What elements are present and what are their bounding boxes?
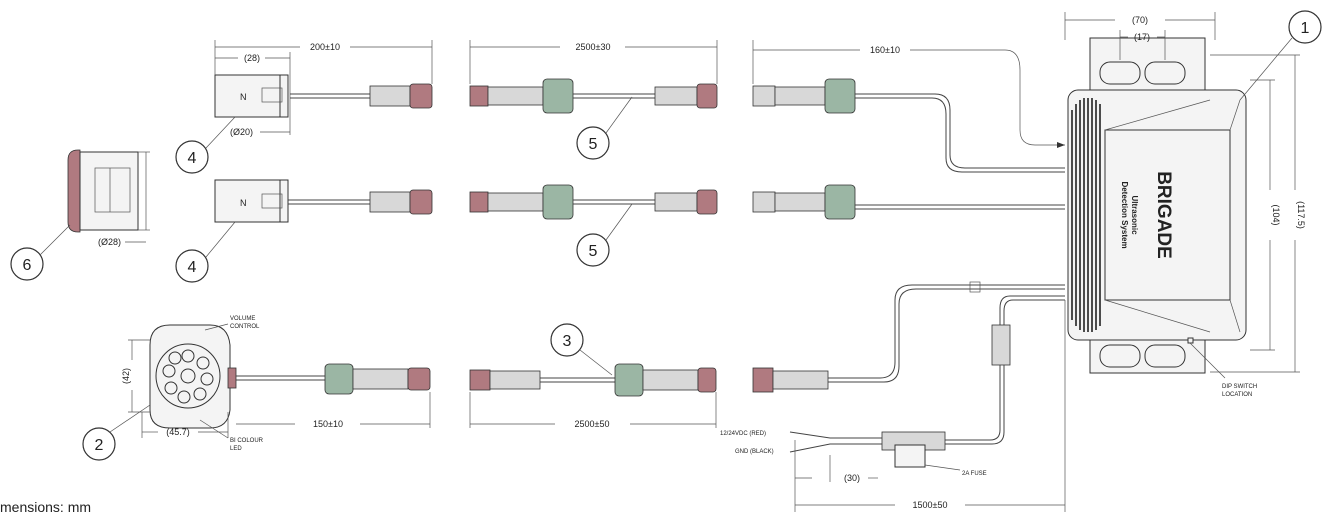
sensor-connector-nut [409,83,433,109]
ecu-unit: BRIGADE Ultrasonic Detection System [1067,37,1247,374]
display-lead-length-dim: 150±10 [313,419,343,429]
ecu-mount-slot [1099,61,1141,85]
dip-switch-label: DIP SWITCH LOCATION [1189,342,1257,398]
svg-text:5: 5 [589,243,598,260]
extension-boot [542,78,574,114]
svg-text:LOCATION: LOCATION [1222,392,1252,398]
sensor-row-1: N [214,74,433,118]
volume-knob [227,367,237,389]
svg-text:LED: LED [230,446,242,452]
extension-cable-2 [469,184,718,220]
display-width-dim: (45.7) [166,427,190,437]
svg-text:4: 4 [188,259,197,276]
sensor-housing [214,179,281,223]
callout-4-bottom: 4 [175,221,236,283]
ecu-cooling-fins [1071,98,1101,332]
svg-text:VOLUME: VOLUME [230,316,255,322]
dip-switch [1187,337,1194,344]
sensor-row-2: N [214,179,433,223]
svg-text:N: N [240,198,247,208]
power-connector [991,324,1011,366]
ecu-mount-slot [1144,344,1186,368]
ecu-width-dim: (70) [1132,15,1148,25]
ecu-lead-1: 160±10 [752,40,1065,173]
callout-5-top: 5 [576,96,633,160]
callout-5-bottom: 5 [576,203,633,267]
sensor-row-1-dims: 200±10 (28) (Ø20) [214,40,433,137]
ground-black-label: GND (BLACK) [735,449,774,455]
ecu-brand-text: BRIGADE [1153,171,1174,259]
sensor-connector [369,85,411,107]
power-lead-length-dim: 1500±50 [913,500,948,510]
ecu-slot-pitch-dim: (17) [1134,32,1150,42]
sensor-housing [214,74,281,118]
ecu-subtitle-line1: Ultrasonic [1130,195,1139,235]
svg-text:CONTROL: CONTROL [230,324,260,330]
svg-text:BI COLOUR: BI COLOUR [230,438,264,444]
callout-2: 2 [82,404,151,461]
bezel-diameter-dim: (Ø28) [98,237,121,247]
bezel-item-6: (Ø28) [67,149,150,247]
display-labels: VOLUME CONTROL BI COLOUR LED (42) (45.7)… [121,316,431,452]
svg-text:DIP SWITCH: DIP SWITCH [1222,384,1257,390]
svg-text:4: 4 [188,150,197,167]
svg-text:1: 1 [1301,20,1310,37]
ecu-label-panel [1104,129,1231,301]
svg-text:N: N [240,92,247,102]
power-strip-length-dim: (30) [844,473,860,483]
ecu-dimensions: (70) (17) (104) (117.5) [1064,12,1306,373]
power-red-label: 12/24VDC (RED) [720,431,766,437]
sensor-cable-length-dim: 200±10 [310,42,340,52]
power-lead: (30) 1500±50 12/24VDC (RED) GND (BLACK) … [720,295,1066,512]
ecu-mount-slot [1099,344,1141,368]
svg-text:5: 5 [589,136,598,153]
svg-text:3: 3 [563,333,572,350]
callout-3: 3 [550,323,613,376]
fuse [894,444,926,468]
callout-6: 6 [10,224,71,281]
display-extension-length-dim: 2500±50 [575,419,610,429]
extension-cable-1: 2500±30 [469,40,718,114]
display-height-dim: (42) [121,368,131,384]
sensor-diameter-dim: (Ø20) [230,127,253,137]
svg-text:2: 2 [95,437,104,454]
ecu-lead-display [752,281,1065,393]
display-extension-item-3: 2500±50 [469,363,717,429]
ecu-height-outer-dim: (117.5) [1296,201,1306,229]
callout-4-top: 4 [175,116,236,174]
callout-1: 1 [1239,10,1322,101]
display-unit-item-2 [149,324,431,429]
ecu-mount-slot [1144,61,1186,85]
fuse-label: 2A FUSE [962,471,987,477]
ecu-lead-2 [752,184,1065,220]
svg-text:6: 6 [23,257,32,274]
ecu-lead-length-dim: 160±10 [870,45,900,55]
ecu-height-inner-dim: (104) [1271,204,1281,225]
units-note: mensions: mm [0,499,91,514]
sensor-body-length-dim: (28) [244,53,260,63]
ecu-subtitle-line2: Detection System [1120,181,1129,248]
extension-length-dim: 2500±30 [576,42,611,52]
